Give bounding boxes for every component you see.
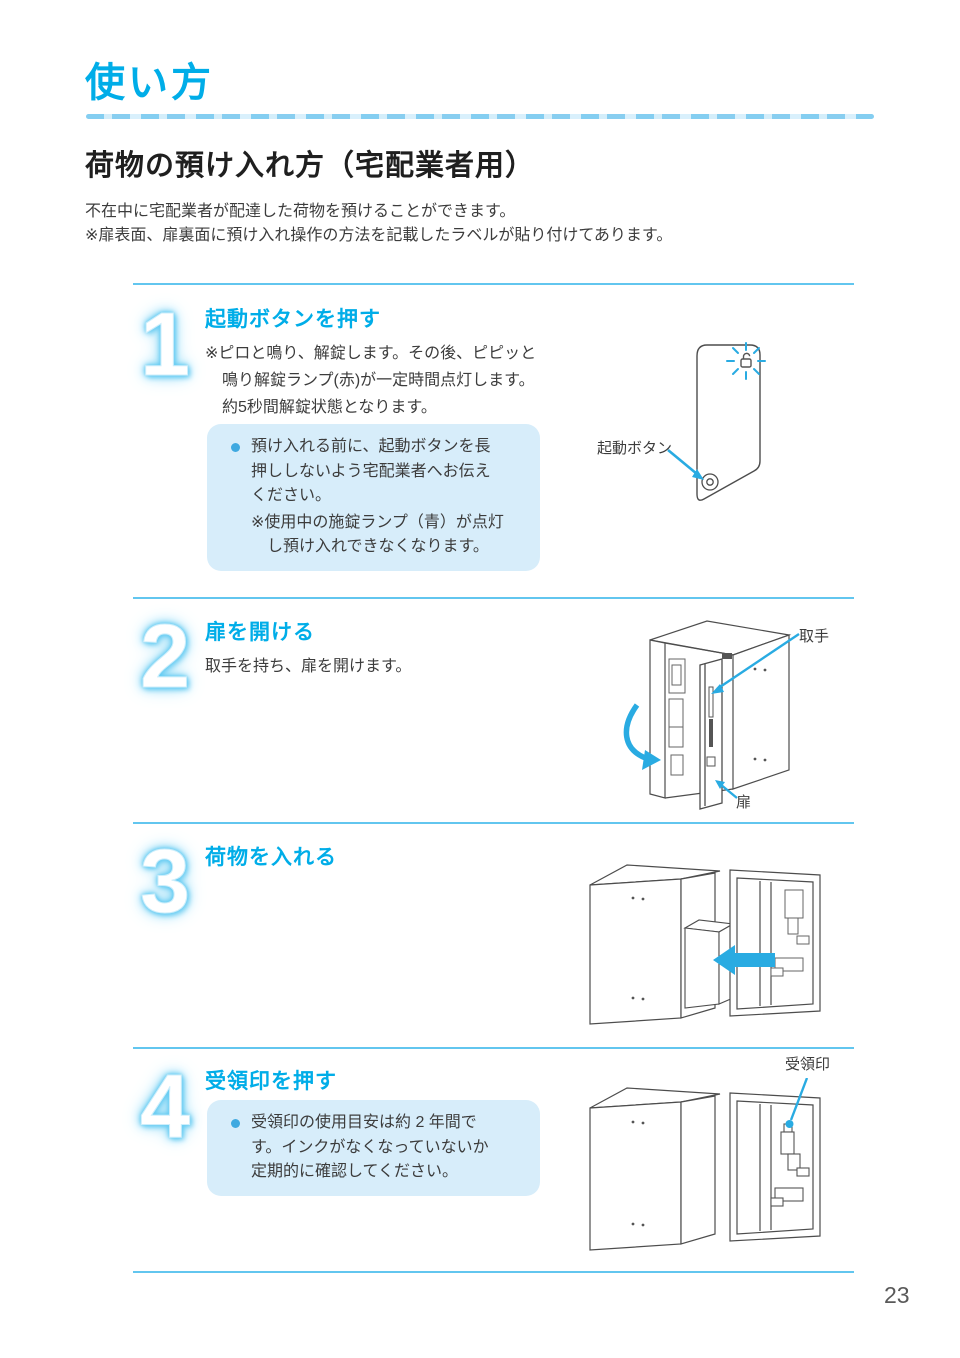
cabinet-drawing	[623, 620, 800, 810]
separator	[133, 283, 854, 285]
bullet-icon	[231, 1119, 240, 1128]
open-direction-arrow-icon	[623, 703, 661, 770]
note-text: 預け入れる前に、起動ボタンを長押ししないよう宅配業者へお伝えください。	[251, 438, 491, 504]
separator	[133, 597, 854, 599]
pointer-line-handle	[711, 633, 800, 694]
step-heading: 扉を開ける	[205, 621, 315, 644]
bullet-icon	[231, 443, 240, 452]
label-receipt-stamp: 受領印	[785, 1056, 831, 1073]
figure-insert-parcel	[575, 858, 885, 1033]
label-handle: 取手	[799, 628, 830, 645]
section-title: 使い方	[85, 61, 214, 105]
label-start-button: 起動ボタン	[597, 440, 673, 457]
stamp-unit	[770, 1123, 810, 1207]
step-body-line: ※ピロと鳴り、解錠します。その後、ピピッと	[205, 345, 537, 362]
insert-arrow-icon	[713, 945, 775, 975]
brush-underline	[86, 114, 874, 119]
pointer-arrow	[667, 448, 704, 480]
pointer-line-door	[715, 780, 738, 799]
step-body-line: 鳴り解錠ランプ(赤)が一定時間点灯します。	[222, 372, 535, 389]
step-body: ※ピロと鳴り、解錠します。その後、ピピッと 鳴り解錠ランプ(赤)が一定時間点灯し…	[205, 340, 536, 421]
step-body: 取手を持ち、扉を開けます。	[205, 658, 412, 675]
note-subtext: ※使用中の施錠ランプ（青）が点灯し預け入れできなくなります。	[251, 513, 504, 556]
label-door: 扉	[736, 794, 752, 811]
door-panel-drawing	[667, 342, 766, 501]
page-title: 荷物の預け入れ方（宅配業者用）	[85, 150, 536, 182]
step-body-line: 約5秒間解錠状態となります。	[222, 399, 437, 416]
step-heading: 起動ボタンを押す	[205, 308, 381, 331]
step-number: 3	[139, 832, 191, 932]
note-box: 受領印の使用目安は約 2 年間です。インクがなくなっていないか定期的に確認してく…	[207, 1100, 540, 1196]
separator	[133, 822, 854, 824]
step-number: 2	[139, 607, 191, 707]
figure-door-panel	[580, 330, 880, 555]
step-heading: 荷物を入れる	[205, 846, 337, 869]
figure-cabinet-open-door	[595, 607, 880, 817]
cabinet-stamp-drawing	[589, 1078, 821, 1251]
page-number: 23	[884, 1282, 910, 1308]
start-button-icon	[701, 473, 719, 491]
intro-line: 不在中に宅配業者が配達した荷物を預けることができます。	[85, 203, 516, 220]
note-box: 預け入れる前に、起動ボタンを長押ししないよう宅配業者へお伝えください。 ※使用中…	[207, 424, 540, 571]
separator	[133, 1271, 854, 1273]
intro-text: 不在中に宅配業者が配達した荷物を預けることができます。 ※扉表面、扉裏面に預け入…	[85, 200, 672, 248]
note-text: 受領印の使用目安は約 2 年間です。インクがなくなっていないか定期的に確認してく…	[251, 1114, 489, 1180]
step-number: 1	[139, 295, 191, 395]
pointer-line-stamp	[785, 1078, 809, 1128]
cabinet-insert-drawing	[589, 864, 821, 1025]
unlock-blink-icon	[726, 342, 766, 380]
door-outline	[696, 344, 761, 501]
step-heading: 受領印を押す	[205, 1070, 337, 1093]
separator	[133, 1047, 854, 1049]
step-number: 4	[139, 1057, 191, 1157]
figure-receipt-stamp	[575, 1078, 885, 1256]
intro-line: ※扉表面、扉裏面に預け入れ操作の方法を記載したラベルが貼り付けてあります。	[85, 227, 673, 244]
